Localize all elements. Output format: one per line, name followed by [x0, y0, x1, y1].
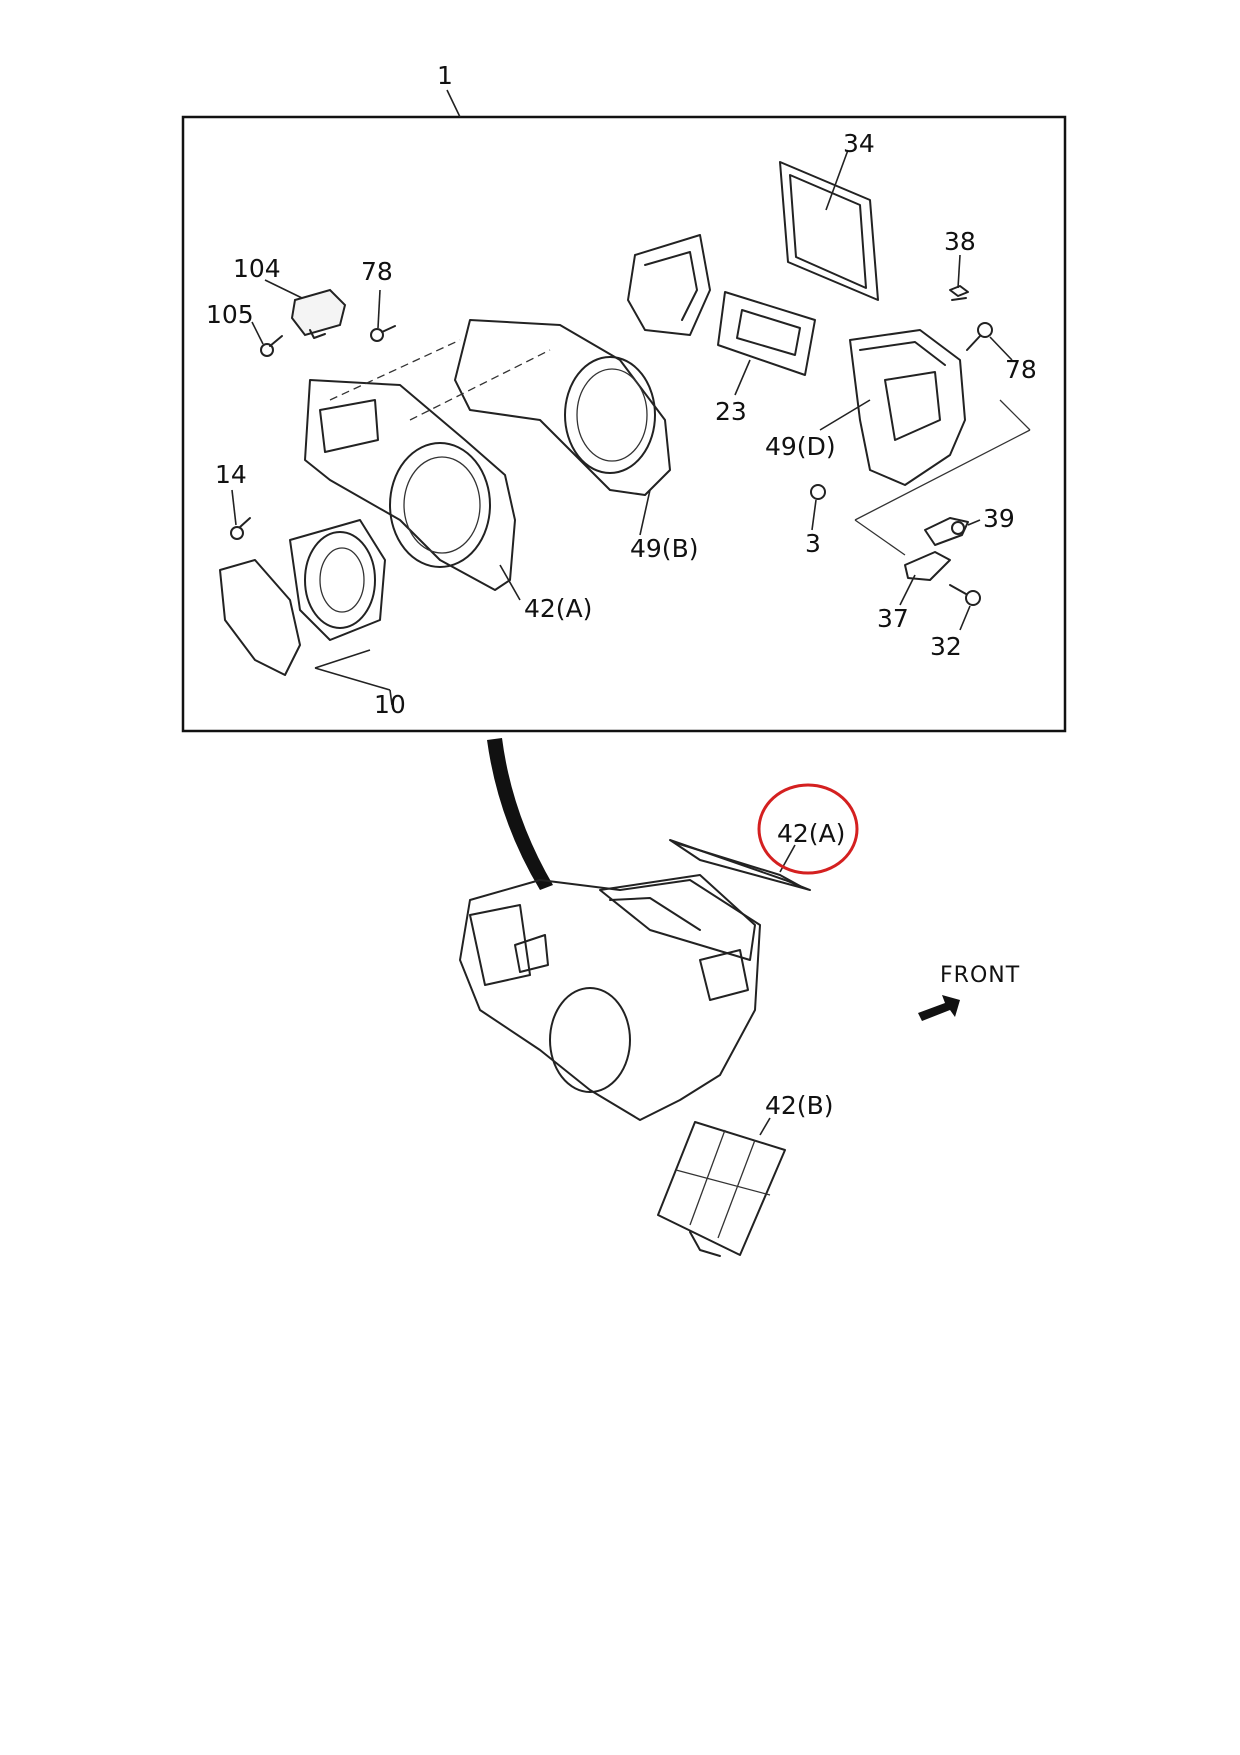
- link-39: [924, 517, 981, 546]
- callout-49b: 49(B): [630, 534, 698, 563]
- case-49d: [819, 329, 966, 486]
- callout-49d: 49(D): [765, 432, 836, 461]
- callout-10: 10: [374, 690, 406, 719]
- assembly-arrow: [487, 738, 553, 890]
- case-49b: [454, 319, 671, 536]
- callout-78-left: 78: [361, 257, 393, 286]
- screw-78-left: [370, 289, 396, 342]
- screw-78-right: [966, 322, 1013, 361]
- callout-42a-top: 42(A): [524, 594, 592, 623]
- callout-34: 34: [843, 129, 875, 158]
- callout-32: 32: [930, 632, 962, 661]
- front-label: FRONT: [940, 963, 1020, 988]
- assembled-unit: [459, 874, 761, 1121]
- highlight-circle: [757, 783, 859, 875]
- screw-105: [251, 321, 283, 357]
- callout-1: 1: [437, 61, 453, 90]
- screw-14: [230, 489, 251, 540]
- linkage-outline: [854, 399, 1031, 556]
- assembly-leader: [446, 89, 461, 118]
- assembly-guides: [329, 339, 551, 421]
- clip-38: [949, 254, 969, 301]
- gasket-34: [779, 149, 879, 301]
- assembly-frame: [181, 115, 1067, 733]
- callout-78-right: 78: [1005, 355, 1037, 384]
- duct-part: [627, 234, 711, 336]
- callout-23: 23: [715, 397, 747, 426]
- lever-37: [899, 551, 951, 606]
- callout-14: 14: [215, 460, 247, 489]
- callout-38: 38: [944, 227, 976, 256]
- resistor-104: [264, 279, 347, 339]
- callout-104: 104: [233, 254, 281, 283]
- callout-105: 105: [206, 300, 254, 329]
- door-23: [717, 291, 816, 396]
- blower-motor-10: [219, 519, 393, 706]
- callout-37: 37: [877, 604, 909, 633]
- nut-3: [810, 484, 826, 531]
- filter-42b: [657, 1117, 786, 1257]
- case-42a-upper: [304, 379, 521, 601]
- callout-42a-highlight: 42(A): [777, 819, 845, 848]
- callout-39: 39: [983, 504, 1015, 533]
- callout-42b: 42(B): [765, 1091, 833, 1120]
- callout-3: 3: [805, 529, 821, 558]
- screw-32: [949, 584, 981, 631]
- arrow-icon: [918, 995, 960, 1021]
